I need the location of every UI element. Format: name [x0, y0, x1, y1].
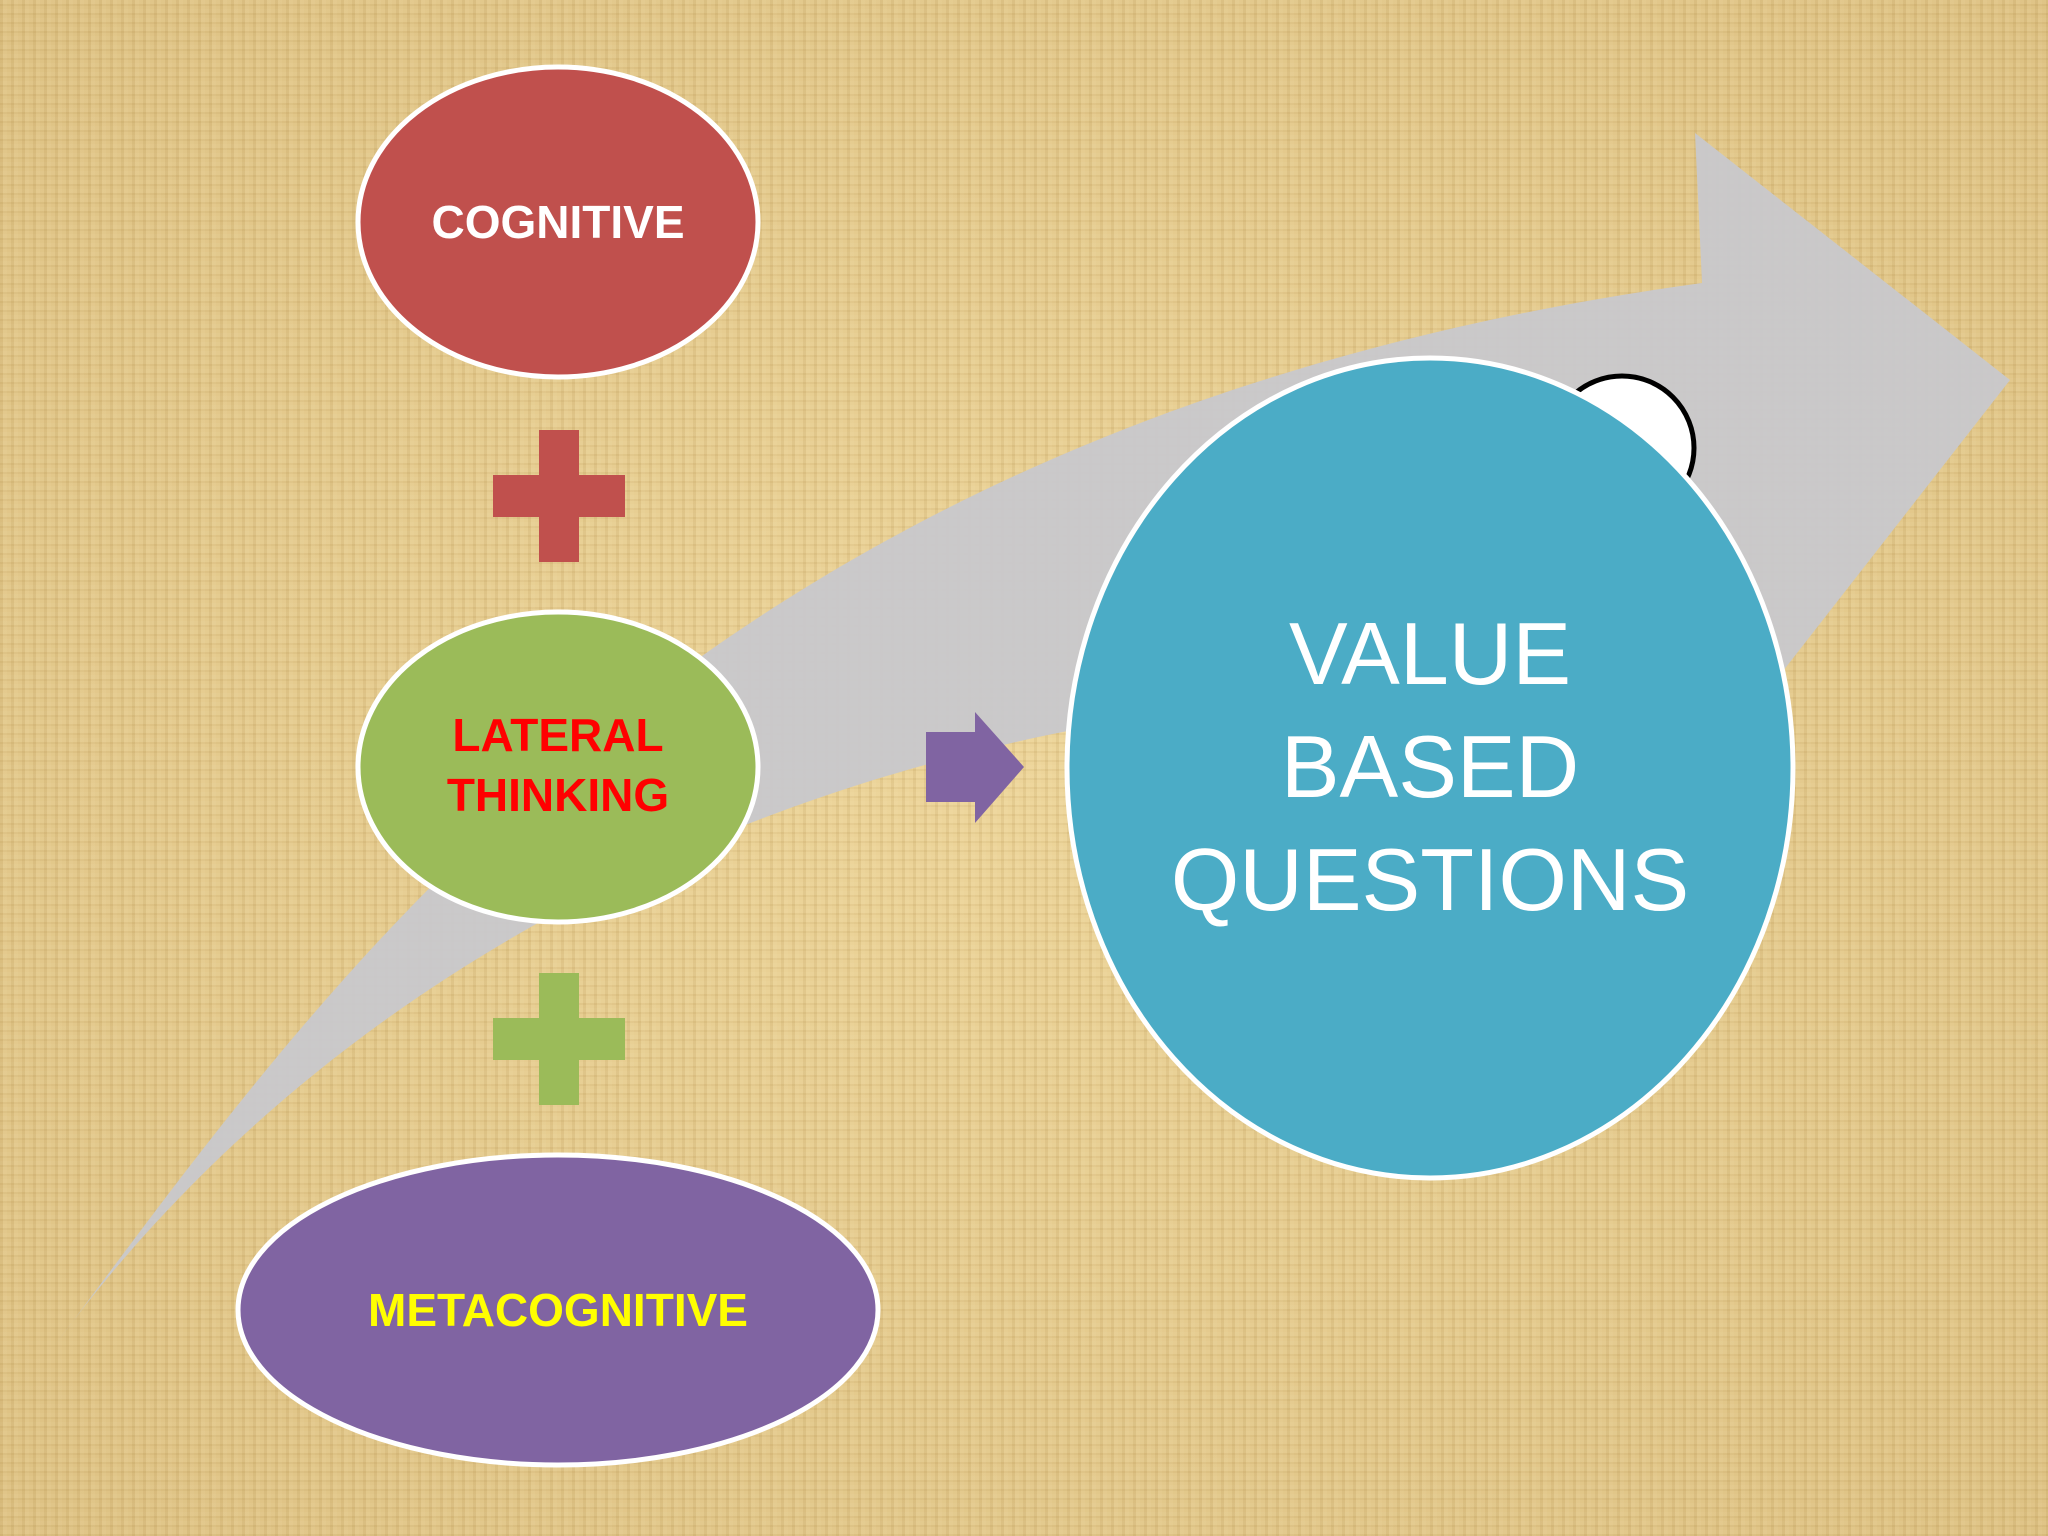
cognitive-label: COGNITIVE [431, 196, 684, 248]
metacognitive-node: METACOGNITIVE [235, 1152, 881, 1468]
metacognitive-label: METACOGNITIVE [368, 1284, 748, 1336]
cognitive-node: COGNITIVE [355, 64, 761, 380]
result-label-line2: BASED [1281, 717, 1579, 816]
result-label-line3: QUESTIONS [1171, 830, 1689, 929]
lateral-thinking-node: LATERAL THINKING [355, 609, 761, 925]
result-label-line1: VALUE [1289, 604, 1571, 703]
plus-icon [493, 430, 625, 562]
right-arrow-icon [926, 712, 1024, 823]
lateral-label-line2: THINKING [447, 769, 669, 821]
value-based-questions-node: VALUE BASED QUESTIONS [1064, 355, 1796, 1181]
lateral-label-line1: LATERAL [452, 709, 663, 761]
plus-icon [493, 973, 625, 1105]
